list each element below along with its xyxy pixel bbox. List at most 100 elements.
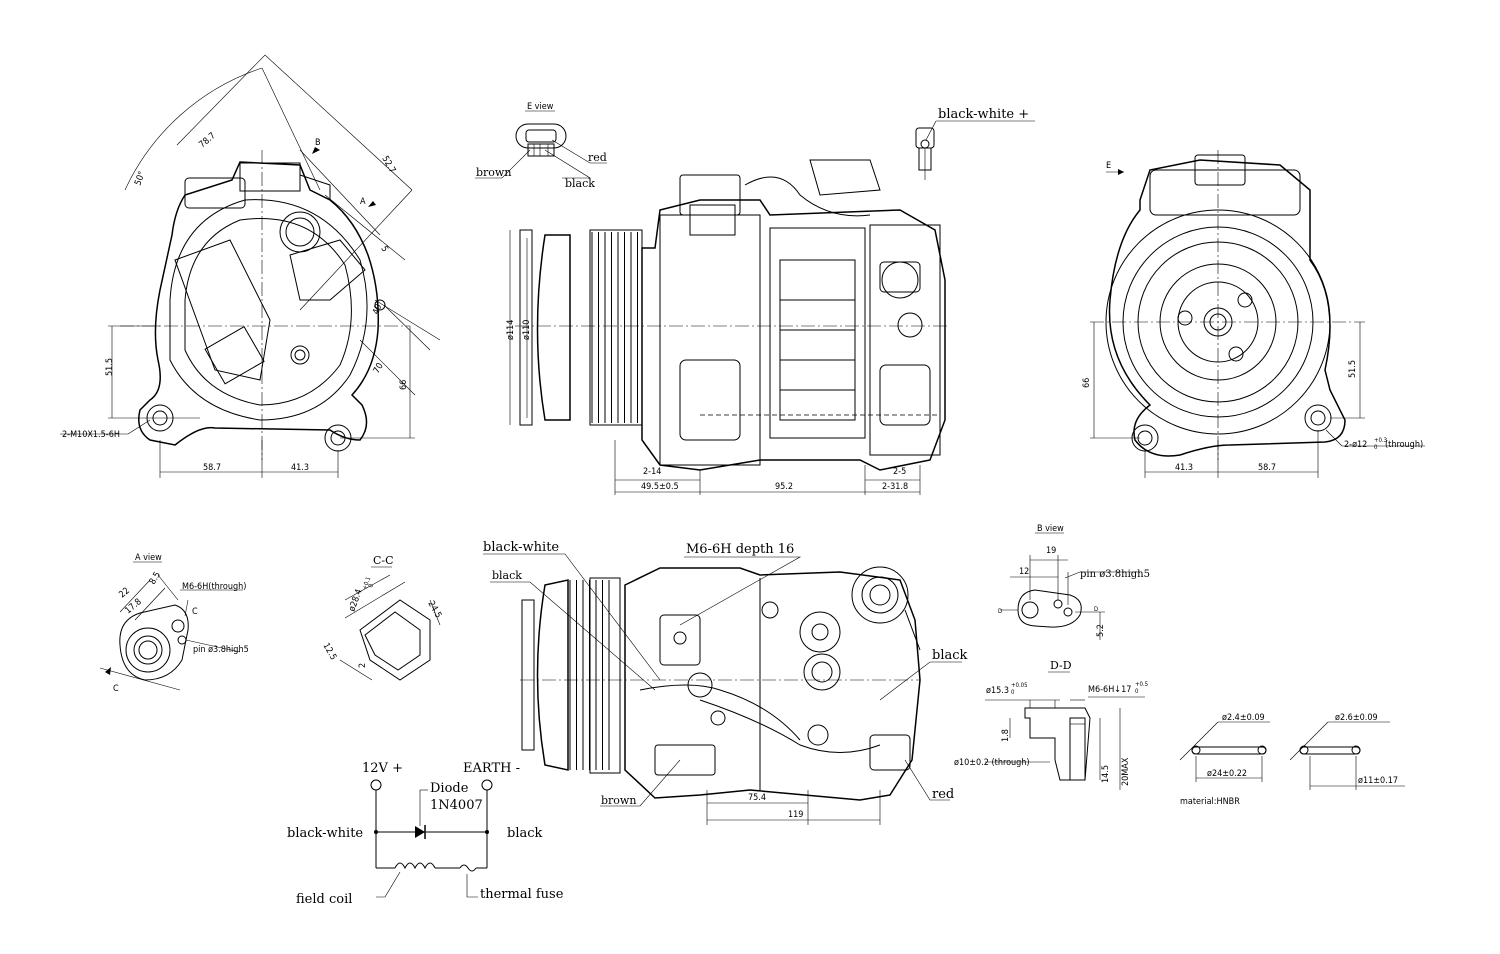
cc-dia-lower: 0	[367, 583, 375, 589]
dd-title: D-D	[1050, 659, 1072, 672]
cc-dia-upper: +0.1	[361, 576, 372, 591]
dim-58-7: 58.7	[203, 463, 221, 473]
cc-2: 2	[358, 663, 368, 668]
section-d-d: D-D ø15.3 +0.05 0 M6-6H↓17 +0.5 0 1.8 ø1…	[954, 659, 1148, 790]
schematic-12v-plus: 12V +	[362, 761, 403, 776]
mark-d1: D	[998, 608, 1002, 615]
hole-tol-upper: +0.3	[1374, 437, 1387, 444]
wiring-schematic: 12V + EARTH - Diode 1N4007 black-white b…	[287, 761, 564, 907]
dim-66: 66	[399, 380, 409, 390]
dim-2-5: 2-5	[893, 467, 906, 477]
oring2-cross-section: ø2.6±0.09	[1335, 713, 1378, 723]
dd-dia-upper: +0.05	[1011, 682, 1028, 689]
dim-angle-49: 49°	[371, 299, 385, 316]
pulley-grooves	[591, 232, 638, 423]
cc-title: C-C	[373, 554, 394, 567]
dim-119: 119	[788, 810, 803, 820]
cc-24-5: 24.5	[425, 600, 443, 621]
schematic-black-white: black-white	[287, 826, 363, 841]
dim-dia-114: ø114	[506, 320, 516, 340]
dim-dia-110: ø110	[522, 320, 532, 340]
hole-callout: 2-ø12	[1344, 440, 1367, 450]
schematic-diode-label: Diode	[430, 781, 469, 796]
dim-66-rear: 66	[1082, 378, 1092, 388]
b-view: B view 19 12 pin ø3.8high5 5.2 D D	[998, 524, 1150, 640]
thread-callout: 2-M10X1.5-6H	[62, 430, 120, 440]
oring1-inner-dia: ø24±0.22	[1207, 769, 1247, 779]
dd-14-5: 14.5	[1101, 765, 1111, 783]
dim-angle-50: 50°	[133, 170, 147, 187]
a-pin-callout: pin ø3.8high5	[193, 645, 249, 655]
schematic-black: black	[507, 826, 543, 841]
mark-a: A	[360, 197, 366, 207]
dim-17-8: 17.8	[124, 597, 144, 616]
dd-thread-lower: 0	[1135, 688, 1139, 695]
hole-note: (through)	[1385, 440, 1423, 450]
section-c-c: C-C ø28.4 +0.1 0 24.5 12.5 2	[320, 554, 443, 681]
label-black-top: black	[492, 569, 522, 582]
mark-e: E	[1106, 161, 1111, 171]
b-dim-5-2: 5.2	[1096, 624, 1106, 637]
dim-58-7-rear: 58.7	[1258, 463, 1276, 473]
a-view-title: A view	[135, 553, 162, 563]
dd-thread-upper: +0.5	[1135, 681, 1148, 688]
rear-view: E 66 51.5 2-ø12 +0.3 0 (through) 41.3 58…	[1082, 150, 1425, 478]
black-white-plus-connector: black-white +	[915, 107, 1035, 180]
dim-8-5: 8.5	[148, 570, 163, 586]
dim-95-2: 95.2	[775, 482, 793, 492]
label-brown-bottom: brown	[601, 794, 636, 807]
black-white-plus-label: black-white +	[938, 107, 1029, 122]
dim-41-3: 41.3	[291, 463, 309, 473]
b-pin-callout: pin ø3.8high5	[1080, 569, 1150, 580]
dd-20max: 20MAX	[1121, 757, 1131, 786]
label-m6-depth: M6-6H depth 16	[686, 542, 794, 557]
dd-1-8: 1.8	[1001, 729, 1011, 742]
mark-c1: C	[192, 607, 198, 617]
cc-12-5: 12.5	[320, 642, 338, 663]
label-black-right: black	[932, 648, 968, 663]
a-thread-callout: M6-6H(through)	[182, 582, 246, 592]
dd-dia: ø15.3	[986, 686, 1009, 696]
mark-c2: C	[113, 684, 119, 694]
dd-dia-lower: 0	[1011, 689, 1015, 696]
schematic-earth: EARTH -	[463, 761, 520, 776]
dim-2-14: 2-14	[643, 467, 661, 477]
hole-tol-lower: 0	[1374, 444, 1378, 451]
b-dim-12: 12	[1019, 567, 1029, 577]
dim-75-4: 75.4	[748, 793, 766, 803]
oring2-inner-dia: ø11±0.17	[1358, 776, 1398, 786]
dd-through: ø10±0.2 (through)	[954, 758, 1030, 768]
bottom-view: black-white black M6-6H depth 16 black r…	[483, 540, 968, 825]
schematic-diode-part: 1N4007	[430, 798, 483, 813]
schematic-thermal-fuse: thermal fuse	[480, 887, 564, 902]
side-view: ø114 ø110 2-14 49.5±0.5 95.2 2-5 2-31.8	[506, 159, 950, 495]
dim-5: 5	[378, 245, 389, 254]
schematic-field-coil: field coil	[296, 892, 352, 907]
dim-70: 70	[372, 362, 386, 376]
label-red-bottom: red	[932, 787, 954, 802]
dim-52-7: 52.7	[379, 155, 397, 176]
b-dim-19: 19	[1046, 546, 1056, 556]
b-view-title: B view	[1037, 524, 1064, 534]
e-view-title: E view	[527, 102, 554, 112]
oring1-cross-section: ø2.4±0.09	[1222, 713, 1265, 723]
e-view-connector: E view brown black red	[475, 102, 607, 190]
dim-78-7: 78.7	[198, 131, 218, 150]
a-view: A view 22 17.8 8.5 M6-6H(through) pin ø3…	[99, 553, 249, 694]
dd-thread: M6-6H↓17	[1088, 685, 1131, 695]
wire-black-label: black	[565, 177, 595, 190]
label-black-white: black-white	[483, 540, 559, 555]
o-rings: ø2.4±0.09 ø24±0.22 ø2.6±0.09 ø11±0.17 ma…	[1179, 713, 1405, 807]
wire-brown-label: brown	[476, 166, 511, 179]
dim-2-31-8: 2-31.8	[882, 482, 908, 492]
mark-b: B	[315, 138, 321, 148]
cc-dia: ø28.4	[347, 588, 364, 613]
dim-51-5: 51.5	[105, 358, 115, 376]
dim-51-5-rear: 51.5	[1348, 360, 1358, 378]
front-view: 78.7 50° 52.7 5 49° 70 66 51.5 2-M10X1.5…	[60, 54, 441, 478]
oring-material: material:HNBR	[1180, 797, 1240, 807]
wire-red-label: red	[588, 151, 607, 164]
dim-22: 22	[118, 586, 132, 600]
mark-d2: D	[1094, 606, 1098, 613]
